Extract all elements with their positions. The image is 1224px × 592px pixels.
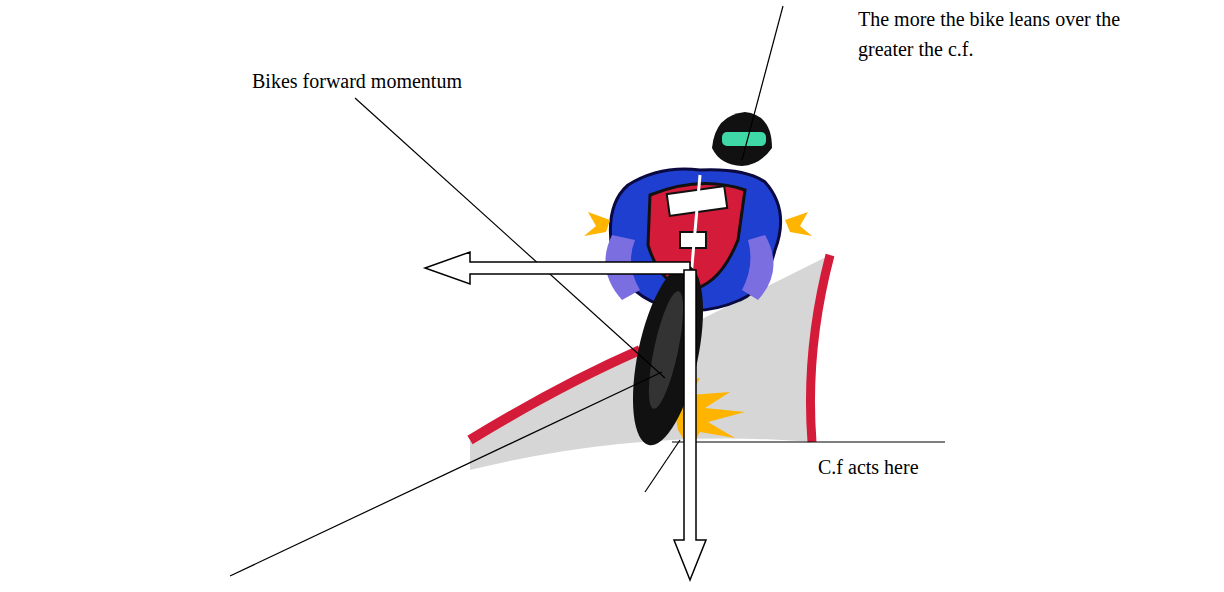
annotation-label: C.f acts here: [818, 452, 1018, 482]
force-arrow-down: [674, 270, 706, 580]
leader-line: [230, 372, 662, 576]
leader-line: [355, 98, 665, 378]
leader-line: [672, 441, 945, 442]
leader-line: [742, 6, 783, 160]
annotation-label: Bikes forward momentum: [252, 66, 512, 96]
visor: [722, 132, 766, 146]
rider-leg: [742, 235, 774, 300]
annotation-label: The more the bike leans over the greater…: [858, 4, 1130, 64]
force-arrow-left: [425, 252, 690, 284]
road-edge-right: [810, 255, 830, 442]
motion-sparks: [785, 212, 812, 236]
tyre: [620, 259, 717, 451]
motion-sparks: [584, 212, 610, 236]
leader-line: [645, 440, 680, 492]
tyre-tread: [642, 289, 690, 411]
